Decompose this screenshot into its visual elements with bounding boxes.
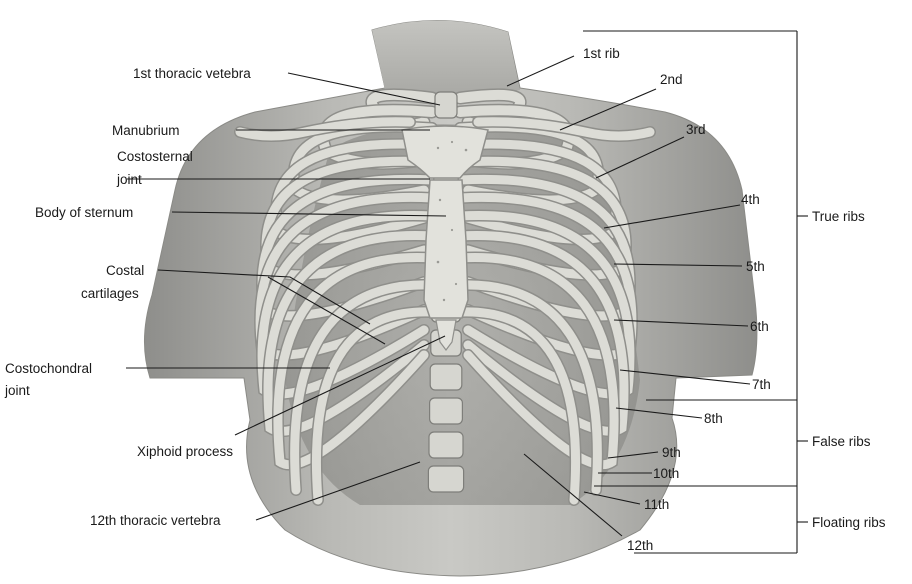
vertebra-10: [430, 398, 463, 424]
label-twelfth-thoracic-vertebra: 12th thoracic vertebra: [90, 513, 221, 528]
label-costosternal-joint-line1: Costosternal: [117, 149, 193, 164]
label-rib-12: 12th: [627, 538, 653, 553]
label-rib-11: 11th: [644, 497, 669, 512]
label-false-ribs: False ribs: [812, 434, 871, 449]
label-manubrium: Manubrium: [112, 123, 180, 138]
label-rib-10: 10th: [653, 466, 679, 481]
label-first-thoracic-vertebra: 1st thoracic vetebra: [133, 66, 251, 81]
leader-rib-1: [507, 56, 574, 86]
label-rib-9: 9th: [662, 445, 681, 460]
label-costal-cartilages-line2: cartilages: [81, 286, 139, 301]
label-rib-8: 8th: [704, 411, 723, 426]
label-rib-7: 7th: [752, 377, 771, 392]
label-costochondral-joint-line1: Costochondral: [5, 361, 92, 376]
label-costosternal-joint-line2: joint: [116, 172, 142, 187]
label-true-ribs: True ribs: [812, 209, 865, 224]
label-body-of-sternum: Body of sternum: [35, 205, 133, 220]
label-floating-ribs: Floating ribs: [812, 515, 886, 530]
label-rib-1: 1st rib: [583, 46, 620, 61]
label-rib-2: 2nd: [660, 72, 683, 87]
label-rib-6: 6th: [750, 319, 769, 334]
vertebra-12: [428, 466, 463, 492]
label-rib-3: 3rd: [686, 122, 706, 137]
label-rib-5: 5th: [746, 259, 765, 274]
label-costochondral-joint-line2: joint: [4, 383, 30, 398]
vertebra-11: [429, 432, 463, 458]
label-costal-cartilages-line1: Costal: [106, 263, 144, 278]
label-rib-4: 4th: [741, 192, 760, 207]
label-xiphoid-process: Xiphoid process: [137, 444, 233, 459]
vertebra-9: [430, 364, 462, 390]
